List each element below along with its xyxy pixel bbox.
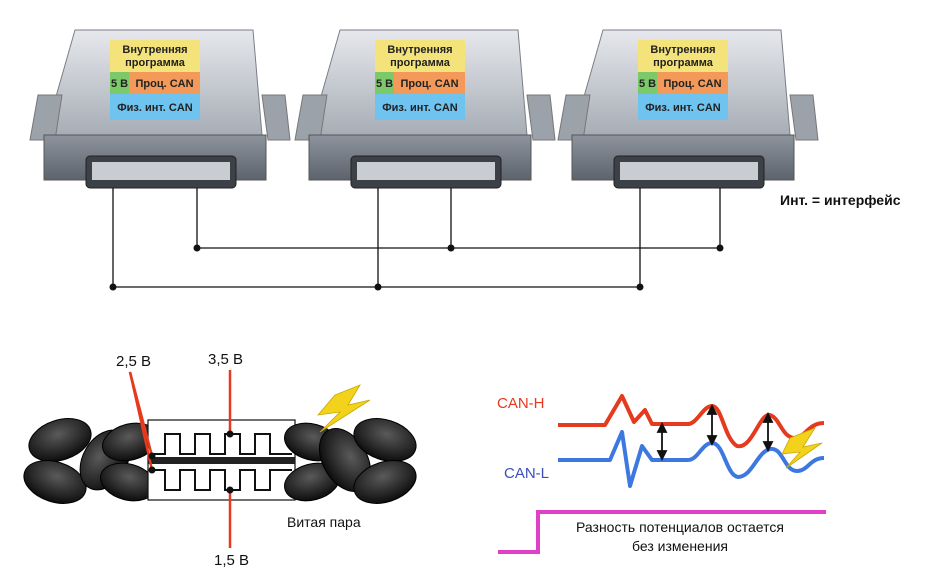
interference-lightning-icon	[781, 427, 823, 469]
program-label-line-2: программа	[653, 57, 714, 69]
twisted-pair-illustration: 2,5 В 3,5 В 1,5 В Витая пара	[23, 351, 417, 569]
voltage-label-recessive: 2,5 В	[116, 353, 151, 370]
difference-trace	[498, 510, 826, 554]
potential-difference-arrows	[656, 403, 774, 462]
ecu-unit-1: Внутренняя программа 5 В Проц. CAN Физ. …	[29, 29, 291, 189]
can-controller-box	[394, 72, 465, 94]
power-label: 5 В	[639, 78, 656, 90]
can-controller-box	[129, 72, 200, 94]
voltage-label-low: 1,5 В	[214, 552, 249, 569]
can-interface-label: Физ. инт. CAN	[382, 102, 458, 114]
can-l-trace	[558, 430, 825, 488]
junction-dot	[716, 244, 724, 252]
voltage-tap-dot	[148, 466, 156, 474]
can-interface-box	[110, 94, 200, 120]
junction-dot	[374, 283, 382, 291]
program-box	[638, 40, 728, 72]
program-label-line-1: Внутренняя	[122, 44, 187, 56]
junction-dot	[636, 283, 644, 291]
can-interface-label: Физ. инт. CAN	[117, 102, 193, 114]
voltage-label-high: 3,5 В	[208, 351, 243, 368]
ecu-housing	[29, 29, 291, 189]
can-interface-box	[638, 94, 728, 120]
can-controller-label: Проц. CAN	[663, 78, 721, 90]
difference-caption-line-2: без изменения	[632, 538, 728, 554]
power-label: 5 В	[376, 78, 393, 90]
junction-dot	[109, 283, 117, 291]
difference-caption-line-1: Разность потенциалов остается	[576, 519, 784, 535]
differential-signal-plot: CAN-H CAN-L Разность потенциалов остаетс…	[497, 394, 826, 554]
can-low-pulse-trace	[152, 469, 292, 491]
program-label-line-1: Внутренняя	[387, 44, 452, 56]
voltage-pointers	[128, 370, 232, 548]
voltage-tap-dot	[226, 486, 234, 494]
ecu-unit-2: Внутренняя программа 5 В Проц. CAN Физ. …	[294, 29, 556, 189]
bus-junction-dots	[109, 244, 724, 291]
program-box	[375, 40, 465, 72]
can-interface-box	[375, 94, 465, 120]
interference-lightning-icon	[317, 384, 371, 433]
can-controller-box	[657, 72, 728, 94]
power-label: 5 В	[111, 78, 128, 90]
can-h-trace	[558, 394, 825, 449]
power-box	[110, 72, 129, 94]
twisted-cable-right	[284, 418, 417, 504]
can-controller-label: Проц. CAN	[400, 78, 458, 90]
cable-separator	[148, 457, 295, 464]
can-h-label: CAN-H	[497, 395, 545, 412]
power-box	[638, 72, 657, 94]
voltage-tap-dot	[148, 452, 156, 460]
ecu-unit-3: Внутренняя программа 5 В Проц. CAN Физ. …	[557, 29, 819, 189]
twisted-pair-caption: Витая пара	[287, 514, 361, 530]
program-label-line-2: программа	[390, 57, 451, 69]
twisted-cable-left	[23, 418, 158, 504]
can-l-label: CAN-L	[504, 465, 549, 482]
junction-dot	[193, 244, 201, 252]
power-box	[375, 72, 394, 94]
program-box	[110, 40, 200, 72]
can-bus-wiring	[112, 188, 721, 288]
program-label-line-2: программа	[125, 57, 186, 69]
junction-dot	[447, 244, 455, 252]
program-label-line-1: Внутренняя	[650, 44, 715, 56]
can-interface-label: Физ. инт. CAN	[645, 102, 721, 114]
legend-note: Инт. = интерфейс	[780, 192, 901, 208]
voltage-tap-dot	[226, 430, 234, 438]
can-high-pulse-trace	[152, 433, 292, 455]
can-controller-label: Проц. CAN	[135, 78, 193, 90]
